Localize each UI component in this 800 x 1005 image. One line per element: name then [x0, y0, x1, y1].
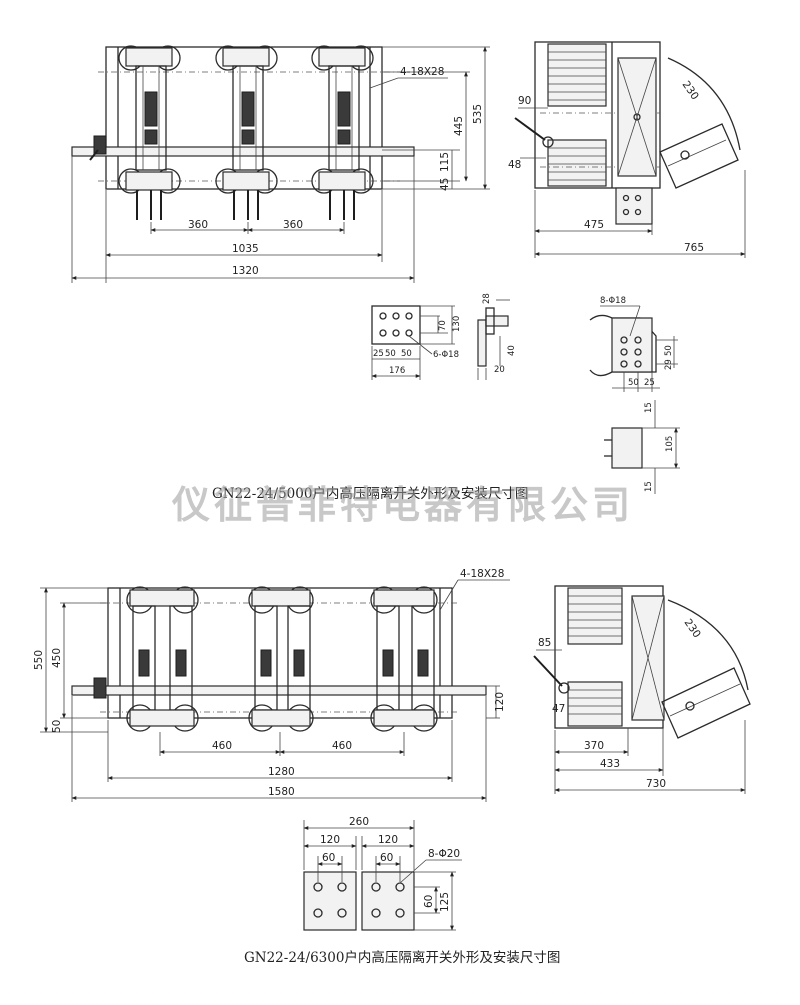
gn22-6300-side-view: 230 85 47 370 433 730: [533, 585, 751, 794]
dim-20: 20: [494, 365, 505, 375]
dim-176: 176: [389, 366, 405, 376]
dim-40: 40: [507, 345, 517, 356]
dim-460-right: 460: [332, 740, 352, 752]
dim-50-v: 50: [664, 345, 674, 356]
dim-765: 765: [684, 242, 704, 254]
dim-45: 45: [439, 178, 451, 191]
dim-433: 433: [600, 758, 620, 770]
dim-90: 90: [518, 95, 531, 107]
dim-25: 25: [373, 349, 384, 359]
gn22-5000-front-view: 360 360 1035 1320 535 445 115 45 4-18X28: [71, 45, 490, 283]
dim-120-right: 120: [378, 834, 398, 846]
dim-125: 125: [439, 892, 451, 912]
dim-1580: 1580: [268, 786, 295, 798]
insulator-top: [547, 43, 607, 107]
dim-1280: 1280: [268, 766, 295, 778]
dim-130: 130: [452, 316, 462, 332]
gn22-6300-terminal-detail: 260 120 120 60 60 8-Φ20 60 125: [303, 816, 462, 931]
dim-1035: 1035: [232, 243, 259, 255]
dim-28: 28: [482, 293, 492, 304]
company-watermark: 仪征普菲特电器有限公司: [171, 483, 634, 527]
dim-50b: 50: [401, 349, 412, 359]
dim-120: 120: [494, 692, 506, 712]
dim-115: 115: [439, 152, 451, 172]
drawing-1-title: GN22-24/5000户内高压隔离开关外形及安装尺寸图: [212, 485, 528, 502]
dim-85: 85: [538, 637, 551, 649]
holes-4-18x28: 4-18X28: [400, 66, 444, 78]
dim-50: 50: [51, 720, 63, 733]
pole-1-pair: [126, 586, 199, 732]
open-blade-b: [661, 599, 751, 739]
insulator-top-b: [567, 587, 623, 645]
dim-15-bottom: 15: [644, 481, 654, 492]
dim-1320: 1320: [232, 265, 259, 277]
holes-4-18x28-b: 4-18X28: [460, 568, 504, 580]
dim-70: 70: [438, 320, 448, 331]
dim-550: 550: [33, 650, 45, 670]
gn22-5000-terminal-detail: 70 130 25 50 50 176 6-Φ18 28 40 20: [371, 293, 517, 380]
dim-60-v: 60: [423, 895, 435, 908]
dim-105: 105: [665, 436, 675, 452]
pole-3-pair: [370, 586, 438, 732]
dim-r230-b: 230: [682, 617, 703, 640]
dim-50a: 50: [385, 349, 396, 359]
dim-360-right: 360: [283, 219, 303, 231]
dim-25-h: 25: [644, 378, 655, 388]
dim-120-left: 120: [320, 834, 340, 846]
dim-475: 475: [584, 219, 604, 231]
pole-1: [118, 45, 181, 220]
dim-730: 730: [646, 778, 666, 790]
dim-r230: 230: [680, 79, 701, 102]
dim-48: 48: [508, 159, 521, 171]
dim-29: 29: [664, 359, 674, 370]
dim-60-left: 60: [322, 852, 335, 864]
holes-8-d20: 8-Φ20: [428, 848, 460, 860]
dim-450: 450: [51, 648, 63, 668]
insulator-bottom: [547, 139, 607, 187]
holes-8-d18: 8-Φ18: [600, 296, 626, 306]
dim-260: 260: [349, 816, 369, 828]
open-blade: [659, 57, 741, 189]
gn22-5000-mounting-detail: 8-Φ18 50 29 50 25 105 15 15: [589, 296, 680, 494]
dim-360-left: 360: [188, 219, 208, 231]
insulator-bottom-b: [567, 681, 623, 727]
dim-50-h: 50: [628, 378, 639, 388]
dim-47: 47: [552, 703, 565, 715]
gn22-6300-front-view: 460 460 1280 1580 550 450 50 120 4-18X28: [33, 568, 510, 802]
dim-370: 370: [584, 740, 604, 752]
gn22-5000-side-view: 230 90 48 475 765: [508, 41, 746, 258]
pole-2: [215, 45, 278, 220]
pole-2-pair: [248, 586, 314, 732]
dim-445: 445: [453, 116, 465, 136]
dim-535: 535: [472, 104, 484, 124]
drawing-2-title: GN22-24/6300户内高压隔离开关外形及安装尺寸图: [244, 949, 560, 966]
dim-460-left: 460: [212, 740, 232, 752]
pole-3: [311, 45, 374, 220]
dim-15-top: 15: [644, 402, 654, 413]
holes-6-d18: 6-Φ18: [433, 350, 459, 360]
dim-60-right: 60: [380, 852, 393, 864]
